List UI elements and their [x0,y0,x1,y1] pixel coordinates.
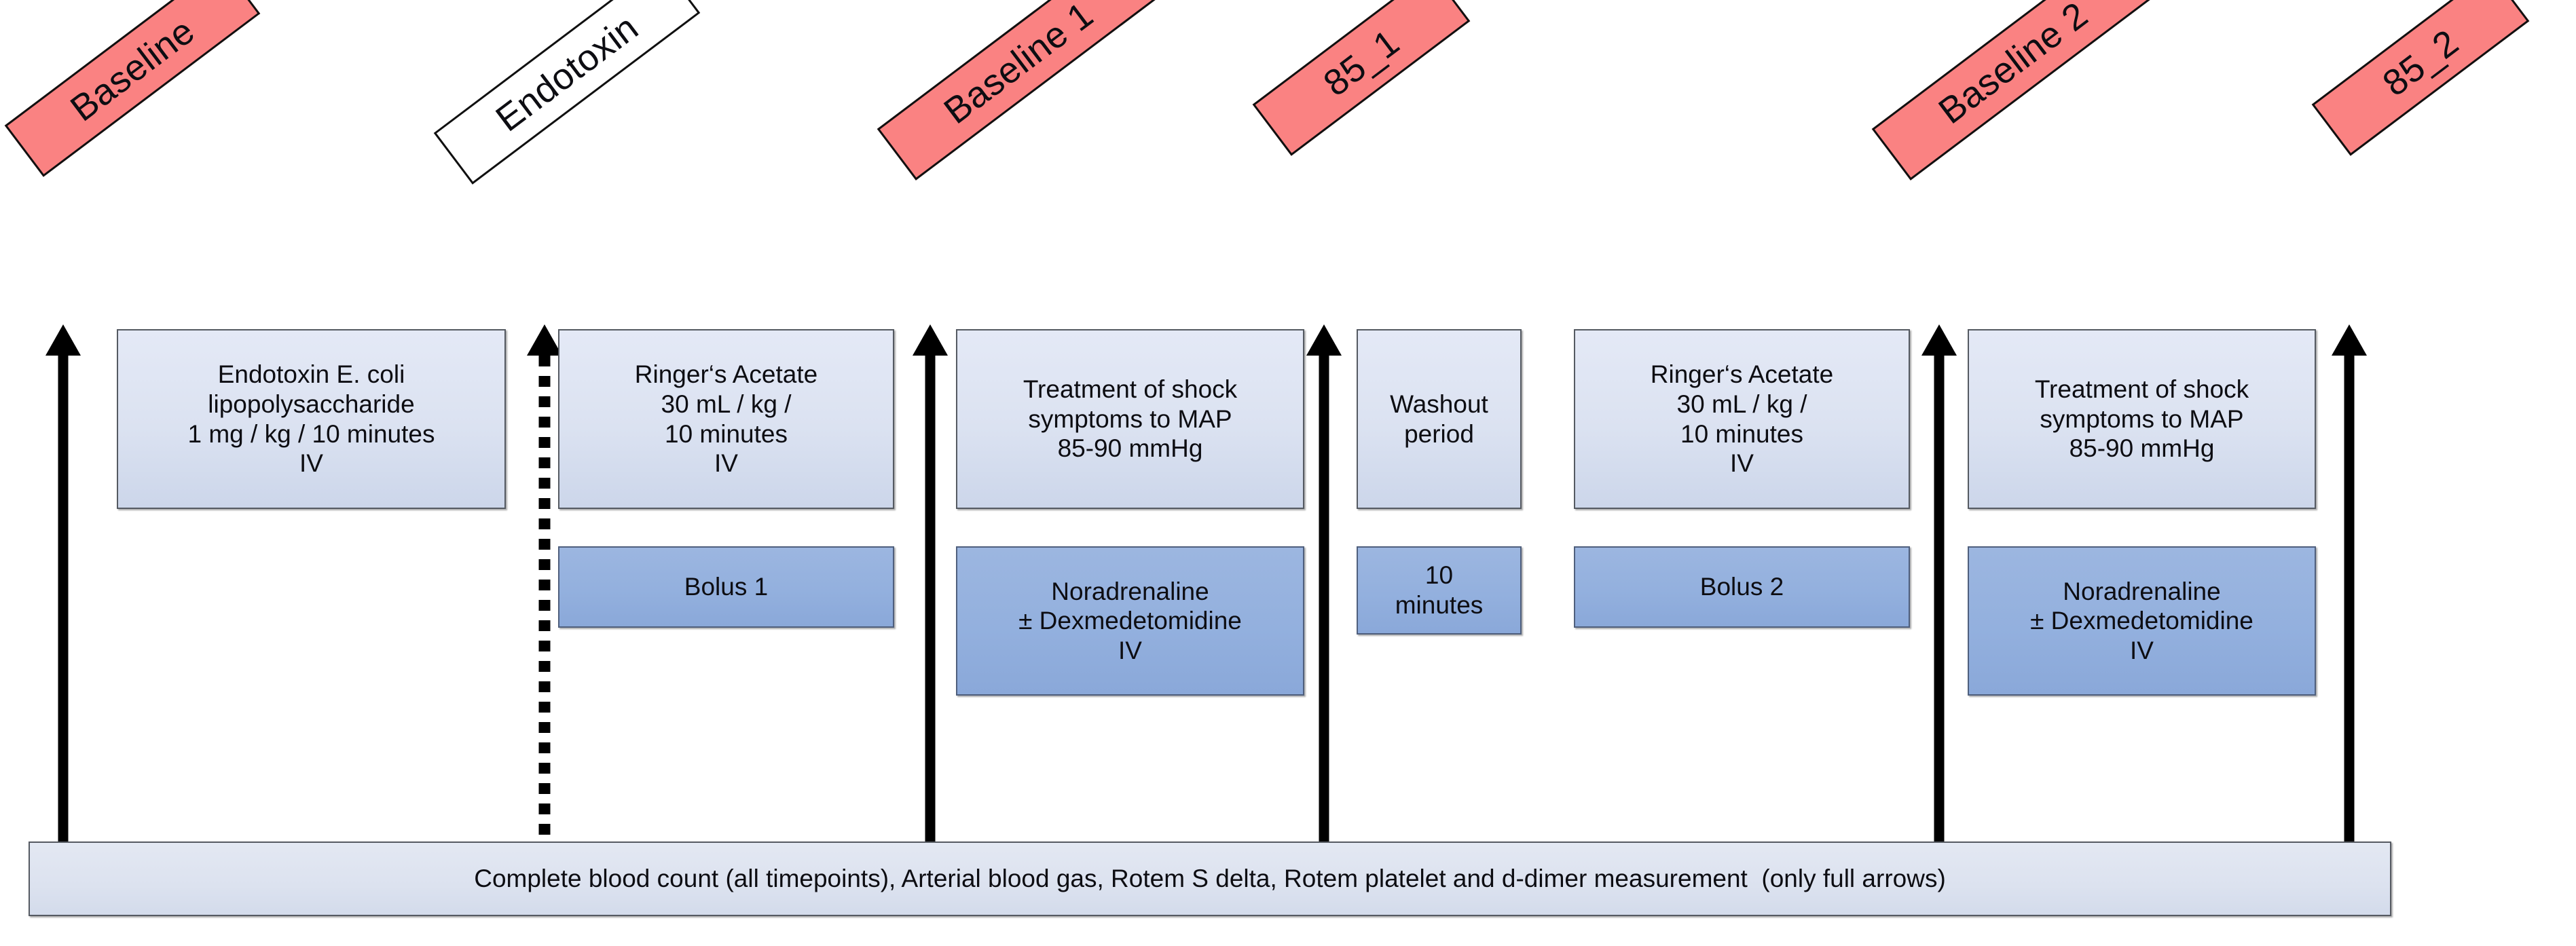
timepoint-tag-label: 85_1 [1316,21,1407,105]
timepoint-tag-baseline-2: Baseline 2 [1871,0,2155,181]
phase-box-ringers-acetate-1: Ringer‘s Acetate 30 mL / kg / 10 minutes… [558,329,894,509]
timepoint-tag-label: Endotoxin [488,6,646,140]
phase-box-shock-treatment-2: Treatment of shock symptoms to MAP 85-90… [1968,329,2316,509]
arrowhead-icon [913,324,948,356]
timepoint-tag-label: Baseline 1 [936,0,1101,132]
timepoint-tag-baseline: Baseline [4,0,261,177]
arrow-baseline-1 [910,324,951,844]
timepoint-tag-endotoxin: Endotoxin [433,0,701,185]
arrow-baseline-2 [1919,324,1959,844]
timepoint-tag-label: 85_2 [2375,21,2466,105]
arrow-baseline [43,324,84,844]
arrow-shaft [58,352,69,844]
intervention-box-bolus-1: Bolus 1 [558,546,894,628]
arrowhead-icon [1921,324,1957,356]
arrow-85-2 [2329,324,2370,844]
arrow-shaft [1934,352,1945,844]
arrowhead-icon [527,324,562,356]
arrow-shaft [538,356,551,844]
intervention-box-washout-duration: 10 minutes [1357,546,1522,635]
intervention-box-noradrenaline-2: Noradrenaline ± Dexmedetomidine IV [1968,546,2316,696]
timepoint-tag-label: Baseline 2 [1931,0,2095,132]
intervention-box-bolus-2: Bolus 2 [1574,546,1910,628]
phase-box-ringers-acetate-2: Ringer‘s Acetate 30 mL / kg / 10 minutes… [1574,329,1910,509]
arrow-shaft [1319,352,1329,844]
timepoint-tag-baseline-1: Baseline 1 [877,0,1160,181]
phase-box-washout-period: Washout period [1357,329,1522,509]
phase-box-endotoxin-dose: Endotoxin E. coli lipopolysaccharide 1 m… [117,329,506,509]
timepoint-tag-85-1: 85_1 [1252,0,1471,156]
timepoint-tag-label: Baseline [62,10,202,129]
arrow-endotoxin [524,324,565,844]
arrowhead-icon [2332,324,2367,356]
arrow-shaft [925,352,936,844]
arrow-shaft [2344,352,2355,844]
arrowhead-icon [1306,324,1342,356]
intervention-box-noradrenaline-1: Noradrenaline ± Dexmedetomidine IV [956,546,1304,696]
measurements-banner: Complete blood count (all timepoints), A… [29,841,2391,916]
arrow-85-1 [1304,324,1344,844]
arrowhead-icon [45,324,81,356]
phase-box-shock-treatment-1: Treatment of shock symptoms to MAP 85-90… [956,329,1304,509]
timepoint-tag-85-2: 85_2 [2311,0,2530,156]
